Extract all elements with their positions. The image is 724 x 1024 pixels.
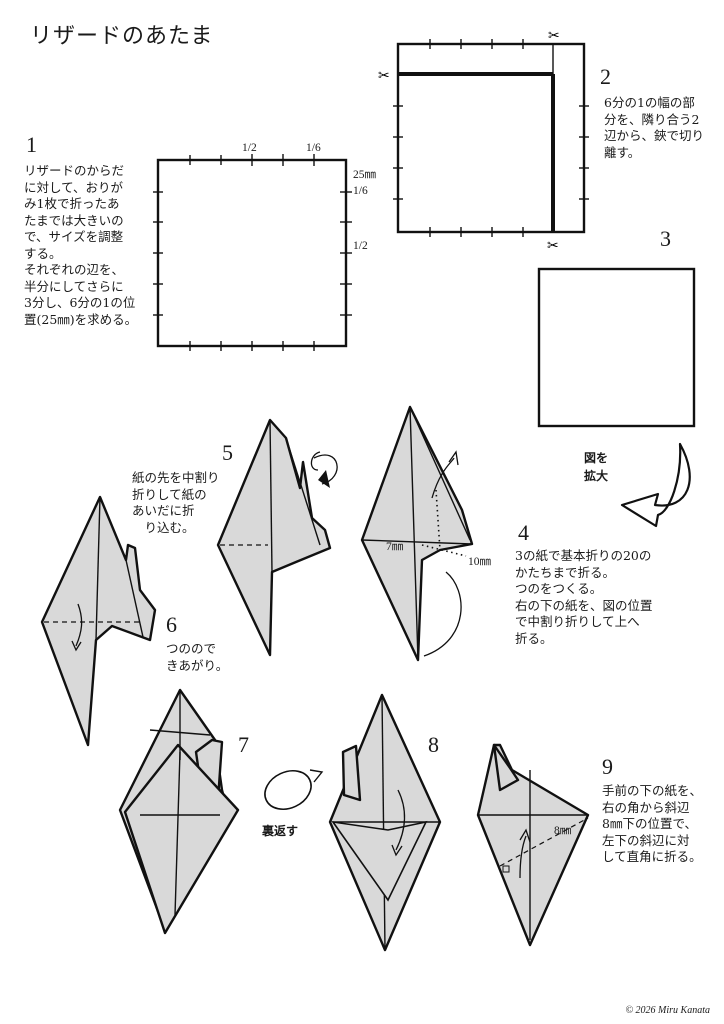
label-half-side: 1/2: [353, 240, 368, 252]
label-sixth-top: 1/6: [306, 142, 321, 154]
step9-text: 手前の下の紙を、 右の角から斜辺 8㎜下の位置で、 左下の斜辺に対 して直角に折…: [602, 783, 703, 864]
step1-number: 1: [26, 132, 37, 157]
scissors-icon: ✂: [378, 68, 390, 84]
step2-square: ✂ ✂ ✂: [378, 28, 589, 254]
enlarge-label-1: 図を: [584, 451, 609, 465]
copyright: © 2026 Miru Kanata: [625, 1005, 710, 1016]
step7-figure: [118, 688, 240, 935]
step7-number: 7: [238, 732, 249, 757]
flip-icon: [264, 769, 324, 811]
step4-text: 3の紙で基本折りの20の かたちまで折る。 つのをつくる。 右の下の紙を、図の位…: [515, 548, 653, 646]
flip-label: 裏返す: [262, 824, 299, 838]
page-title: リザードのあたま: [30, 24, 214, 49]
scissors-icon: ✂: [548, 28, 560, 44]
step2-text: 6分の1の幅の部 分を、隣り合う2 辺から、鋏で切り 離す。: [604, 95, 705, 160]
step5-text: 紙の先を中割り 折りして紙の あいだに折 り込む。: [132, 470, 220, 535]
step4-number: 4: [518, 520, 529, 545]
label-half-top: 1/2: [242, 142, 257, 154]
step3-square: [537, 267, 696, 428]
enlarge-arrow-icon: [620, 442, 691, 528]
label-10mm: 10㎜: [468, 556, 491, 568]
step3-number: 3: [660, 226, 671, 251]
step4-figure: [360, 405, 474, 662]
step8-figure: [328, 693, 442, 952]
step2-number: 2: [600, 64, 611, 89]
scissors-icon: ✂: [547, 238, 559, 254]
enlarge-label-2: 拡大: [584, 469, 609, 483]
step6-text: つのので きあがり。: [166, 641, 229, 673]
label-7mm: 7㎜: [386, 541, 404, 553]
step8-number: 8: [428, 732, 439, 757]
step1-text: リザードのからだ に対して、おりが み1枚で折ったあ たまでは大きいの で、サイ…: [24, 163, 138, 327]
label-sixth-side: 1/6: [353, 185, 368, 197]
step9-figure: [476, 743, 590, 947]
step5-figure: [216, 418, 338, 657]
step5-number: 5: [222, 440, 233, 465]
step9-number: 9: [602, 754, 613, 779]
step1-square: [153, 154, 352, 351]
step6-figure: [40, 495, 157, 747]
label-25mm: 25㎜: [353, 169, 376, 181]
step6-number: 6: [166, 612, 177, 637]
label-8mm: 8㎜: [554, 825, 572, 837]
